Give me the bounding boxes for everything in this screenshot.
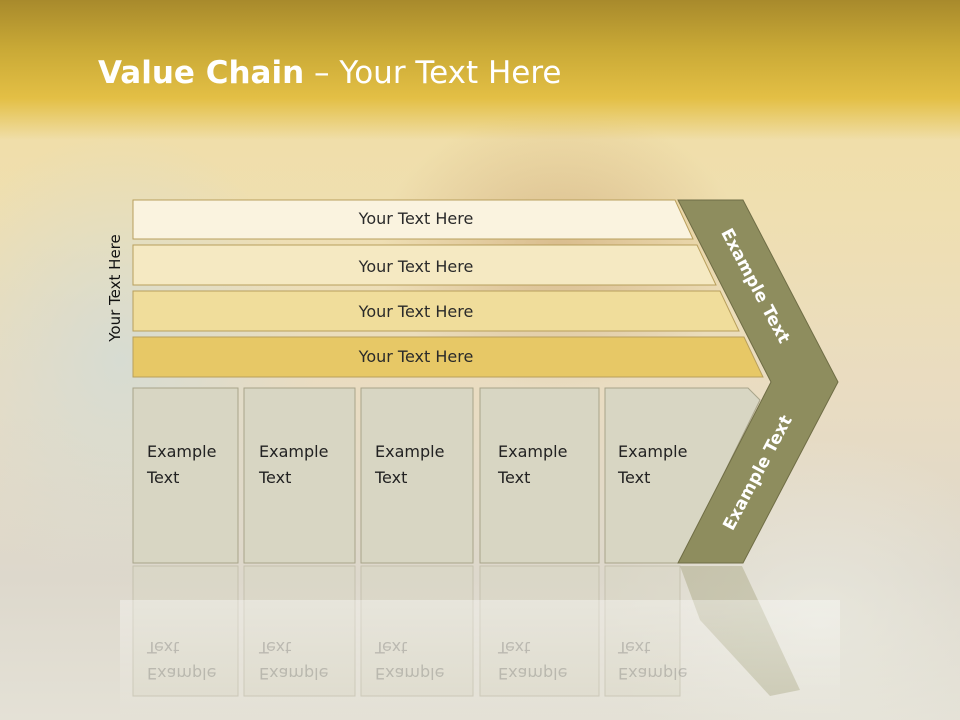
card-2-shape[interactable] <box>243 387 356 564</box>
reflection-fade <box>120 600 840 720</box>
slide-title[interactable]: Value Chain – Your Text Here <box>98 55 562 91</box>
title-rest: Your Text Here <box>339 55 562 91</box>
bar-2-shape[interactable] <box>132 244 717 286</box>
bar-3-shape[interactable] <box>132 290 740 332</box>
bar-3-label: Your Text Here <box>358 302 474 321</box>
card-4-shape[interactable] <box>479 387 600 564</box>
bar-4-label: Your Text Here <box>358 347 474 366</box>
title-band <box>0 0 960 140</box>
bar-4-shape[interactable] <box>132 336 764 378</box>
title-separator: – <box>304 55 340 91</box>
chevron-shape[interactable] <box>677 199 839 564</box>
card-3-shape[interactable] <box>360 387 474 564</box>
bar-1-label: Your Text Here <box>358 209 474 228</box>
card-1-shape[interactable] <box>132 387 239 564</box>
bar-1-shape[interactable] <box>132 199 694 240</box>
bar-2-label: Your Text Here <box>358 257 474 276</box>
title-bold: Value Chain <box>98 55 305 91</box>
